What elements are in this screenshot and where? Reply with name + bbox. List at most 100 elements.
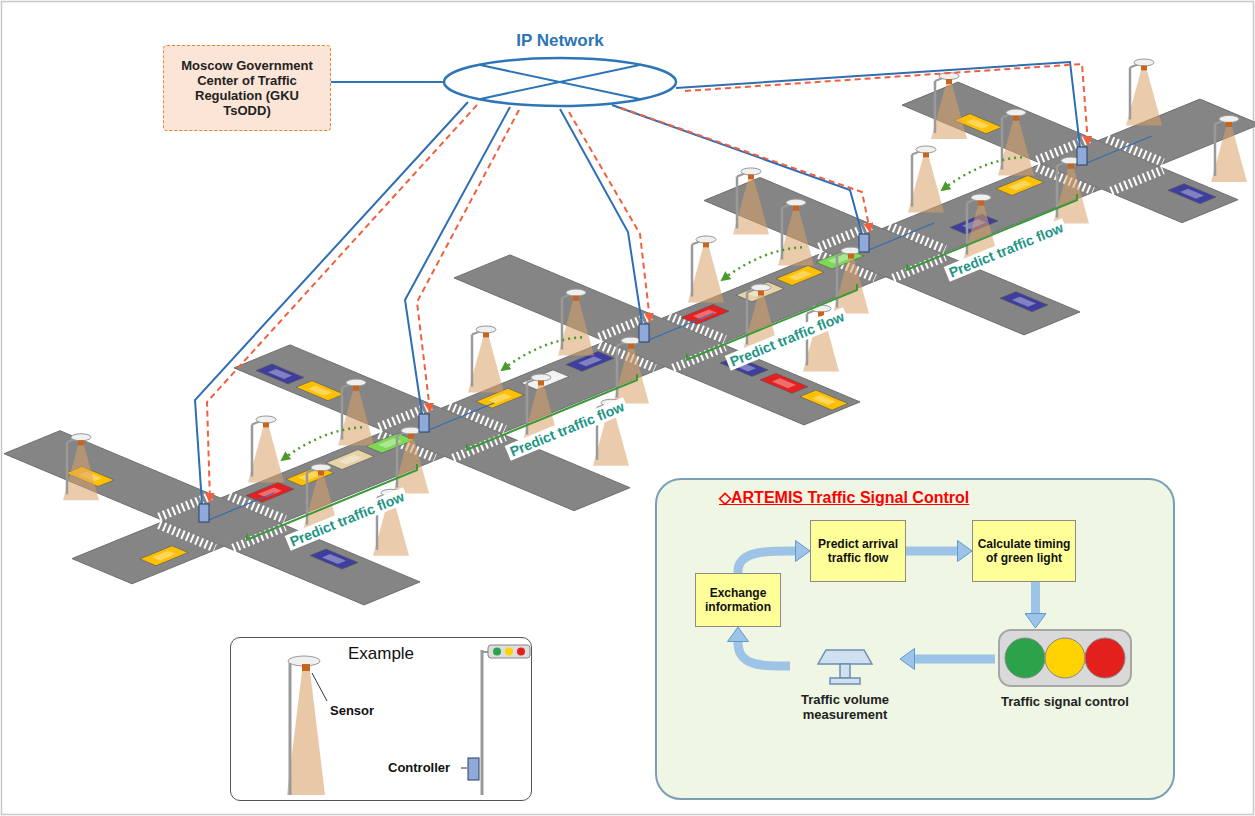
car <box>996 176 1044 196</box>
lamp-head <box>621 337 641 344</box>
traffic-light-shape <box>1085 638 1125 678</box>
node-text: Calculate timing of green light <box>976 537 1072 565</box>
volume-sensor-shape <box>840 664 850 678</box>
lamp-head <box>786 199 806 206</box>
sensor-icon <box>78 440 84 445</box>
sensor-cone <box>931 84 967 139</box>
car-roof <box>322 554 346 564</box>
car <box>1168 184 1216 204</box>
data-flow <box>685 64 1088 144</box>
lamp-pole <box>66 442 69 494</box>
controller-icon <box>468 758 479 780</box>
sensor-cone <box>833 259 869 314</box>
crosswalk <box>453 437 505 458</box>
car <box>681 305 729 325</box>
process-arrow <box>912 655 995 664</box>
node-text: Predict arrival traffic flow <box>814 537 902 565</box>
exchange-arrow <box>722 247 802 280</box>
car-roof <box>1008 181 1032 191</box>
flow-marks <box>247 157 1077 540</box>
signal-lamp <box>505 648 513 656</box>
sensor-icon <box>483 333 489 338</box>
lamp-head <box>916 146 936 153</box>
car-roof <box>966 119 990 129</box>
lamp-head <box>741 168 761 175</box>
sensor-icon <box>848 254 854 259</box>
local-cable <box>1082 136 1152 165</box>
car <box>800 390 848 410</box>
lamp-pole <box>1056 166 1059 218</box>
local-cable <box>204 493 274 522</box>
sensor-icon <box>573 296 579 301</box>
sensor-icon <box>758 291 764 296</box>
process-arrow <box>1031 582 1040 616</box>
traffic-light-shape <box>1005 638 1045 678</box>
crosswalk <box>1111 170 1163 191</box>
car-roof <box>268 369 292 379</box>
lamp-head <box>751 284 771 291</box>
car-roof <box>378 438 402 448</box>
car <box>246 482 294 502</box>
example-ground <box>231 638 531 800</box>
flow-label: Predict traffic flow <box>725 307 850 370</box>
sensor-cone <box>778 211 814 266</box>
flow-label: Predict traffic flow <box>285 487 410 550</box>
car <box>140 546 188 566</box>
lamp-head <box>311 464 331 471</box>
lamp-head <box>971 194 991 201</box>
part-label: Controller <box>388 760 450 776</box>
flow-label: Predict traffic flow <box>944 218 1069 281</box>
car-roof <box>693 309 717 319</box>
sensor-cone <box>908 158 944 213</box>
sensor-cone <box>613 349 649 404</box>
car <box>310 549 358 569</box>
cross-road <box>234 345 630 511</box>
network-cable <box>195 102 468 504</box>
sensor-cone <box>468 338 504 393</box>
car <box>256 364 304 384</box>
process-box: Calculate timing of green light <box>972 520 1076 582</box>
lamp-pole <box>934 81 937 133</box>
lamp-pole <box>911 155 914 207</box>
car-roof <box>488 393 512 403</box>
lamp-pole <box>306 473 309 525</box>
car-roof <box>788 271 812 281</box>
car <box>776 266 824 286</box>
cars <box>66 114 1216 569</box>
lamp-pole <box>616 346 619 398</box>
network-cable <box>676 62 1080 147</box>
volume-sensor-shape <box>790 646 900 688</box>
car-roof <box>812 395 836 405</box>
agency-box: Moscow Government Center of Traffic Regu… <box>163 45 331 131</box>
sensor-cone <box>393 439 429 494</box>
sensor-cone <box>63 445 99 500</box>
process-arrow <box>738 551 798 573</box>
sensor-cone <box>1211 127 1247 182</box>
main-road <box>72 99 1255 584</box>
lamp-pole <box>1129 68 1132 120</box>
sensor-icon <box>353 386 359 391</box>
sensor-icon <box>1068 164 1074 169</box>
sensor-icon <box>538 381 544 386</box>
sensor-icon <box>703 243 709 248</box>
sensor-icon <box>793 206 799 211</box>
network-cable <box>612 105 862 234</box>
lamp-head <box>71 434 91 441</box>
crosswalk <box>159 525 215 549</box>
sensor-cone <box>998 121 1034 176</box>
car-roof <box>1012 297 1036 307</box>
crosswalk <box>233 527 285 548</box>
data-flow <box>569 112 650 321</box>
control-panel: ◇ARTEMIS Traffic Signal ControlPredict a… <box>655 478 1175 800</box>
car-roof <box>308 386 332 396</box>
node-text: Traffic volume measurement <box>790 692 900 722</box>
exchange-arrow <box>942 157 1022 190</box>
node-text: Traffic signal control <box>995 694 1135 709</box>
sensor-icon <box>978 201 984 206</box>
lamp-pole <box>736 176 739 228</box>
sensor-icon <box>923 153 929 158</box>
lamp-pole <box>1001 118 1004 170</box>
data-flow <box>207 105 477 501</box>
